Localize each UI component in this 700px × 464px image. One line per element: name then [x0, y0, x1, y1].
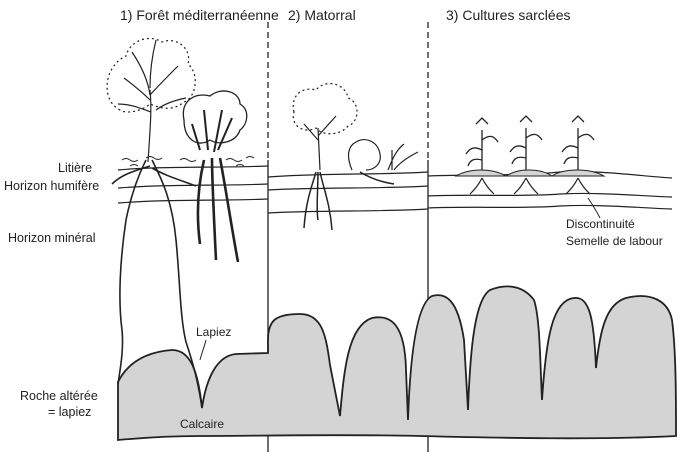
- label-rock-line2: = lapiez: [48, 405, 91, 419]
- forest-shrub: [182, 90, 248, 153]
- litter-marks: [121, 156, 255, 167]
- humus-line-forest-bottom: [117, 198, 269, 204]
- label-humus: Horizon humifère: [4, 179, 99, 193]
- humus-line-matorral-bottom: [267, 185, 429, 191]
- lapiez-pointer: [199, 339, 207, 361]
- forest-tree: [106, 37, 196, 163]
- label-mineral: Horizon minéral: [8, 231, 96, 245]
- label-rock-line1: Roche altérée: [20, 389, 98, 403]
- litter-line-forest: [117, 165, 269, 171]
- humus-line-matorral-top: [267, 171, 429, 178]
- label-calcaire: Calcaire: [180, 417, 224, 431]
- title-matorral: 2) Matorral: [288, 7, 356, 23]
- label-lapiez: Lapiez: [196, 325, 231, 339]
- title-crops: 3) Cultures sarclées: [446, 7, 571, 23]
- label-plough-pan: Semelle de labour: [566, 234, 663, 248]
- title-forest: 1) Forêt méditerranéenne: [120, 7, 279, 23]
- mineral-line-matorral: [267, 208, 429, 214]
- crop-discontinuity-line: [427, 192, 673, 198]
- rock-lapiez: [117, 285, 677, 441]
- matorral-roots: [303, 171, 395, 231]
- crop-plough-pan-line: [427, 204, 673, 210]
- forest-roots: [111, 157, 240, 409]
- crop-ridges: [454, 169, 606, 177]
- label-discontinuity: Discontinuité: [566, 217, 635, 231]
- crop-plants: [465, 115, 595, 176]
- label-litter: Litière: [58, 161, 92, 175]
- crop-roots: [469, 177, 591, 195]
- discontinuity-pointer: [587, 197, 601, 219]
- matorral-tree: [292, 82, 419, 171]
